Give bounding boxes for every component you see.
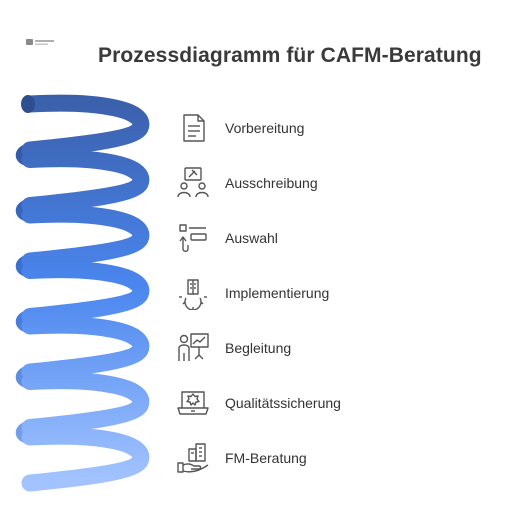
step-fm-beratung: FM-Beratung bbox=[176, 440, 307, 476]
step-label: Vorbereitung bbox=[225, 120, 305, 136]
selection-list-icon bbox=[179, 224, 207, 252]
spiral-graphic bbox=[15, 94, 150, 492]
step-implementierung: Implementierung bbox=[176, 275, 329, 311]
step-label: FM-Beratung bbox=[225, 450, 307, 466]
step-label: Implementierung bbox=[225, 285, 330, 301]
logo bbox=[26, 39, 54, 45]
people-auction-icon bbox=[177, 167, 209, 198]
gear-building-icon bbox=[179, 279, 207, 310]
coil-turn bbox=[21, 316, 150, 381]
laptop-quality-icon bbox=[177, 391, 209, 415]
coil-turn bbox=[21, 150, 150, 214]
coil-end-cap bbox=[21, 95, 35, 113]
coil-turn bbox=[21, 427, 150, 492]
step-label: Qualitätssicherung bbox=[225, 395, 341, 411]
step-auswahl: Auswahl bbox=[176, 220, 278, 256]
coil-turn bbox=[21, 261, 150, 325]
presenter-chart-icon bbox=[178, 333, 209, 361]
step-label: Ausschreibung bbox=[225, 175, 318, 191]
coil-turn bbox=[21, 94, 150, 159]
step-begleitung: Begleitung bbox=[176, 330, 291, 366]
page-title: Prozessdiagramm für CAFM-Beratung bbox=[98, 44, 482, 67]
step-label: Begleitung bbox=[225, 340, 292, 356]
step-qualitaetssicherung: Qualitätssicherung bbox=[176, 385, 341, 421]
coil-turn bbox=[21, 205, 150, 270]
hand-buildings-icon bbox=[177, 443, 209, 473]
step-label: Auswahl bbox=[225, 230, 278, 246]
document-icon bbox=[183, 114, 205, 142]
step-vorbereitung: Vorbereitung bbox=[176, 110, 304, 146]
coil-turn bbox=[21, 372, 150, 436]
step-ausschreibung: Ausschreibung bbox=[176, 165, 318, 201]
